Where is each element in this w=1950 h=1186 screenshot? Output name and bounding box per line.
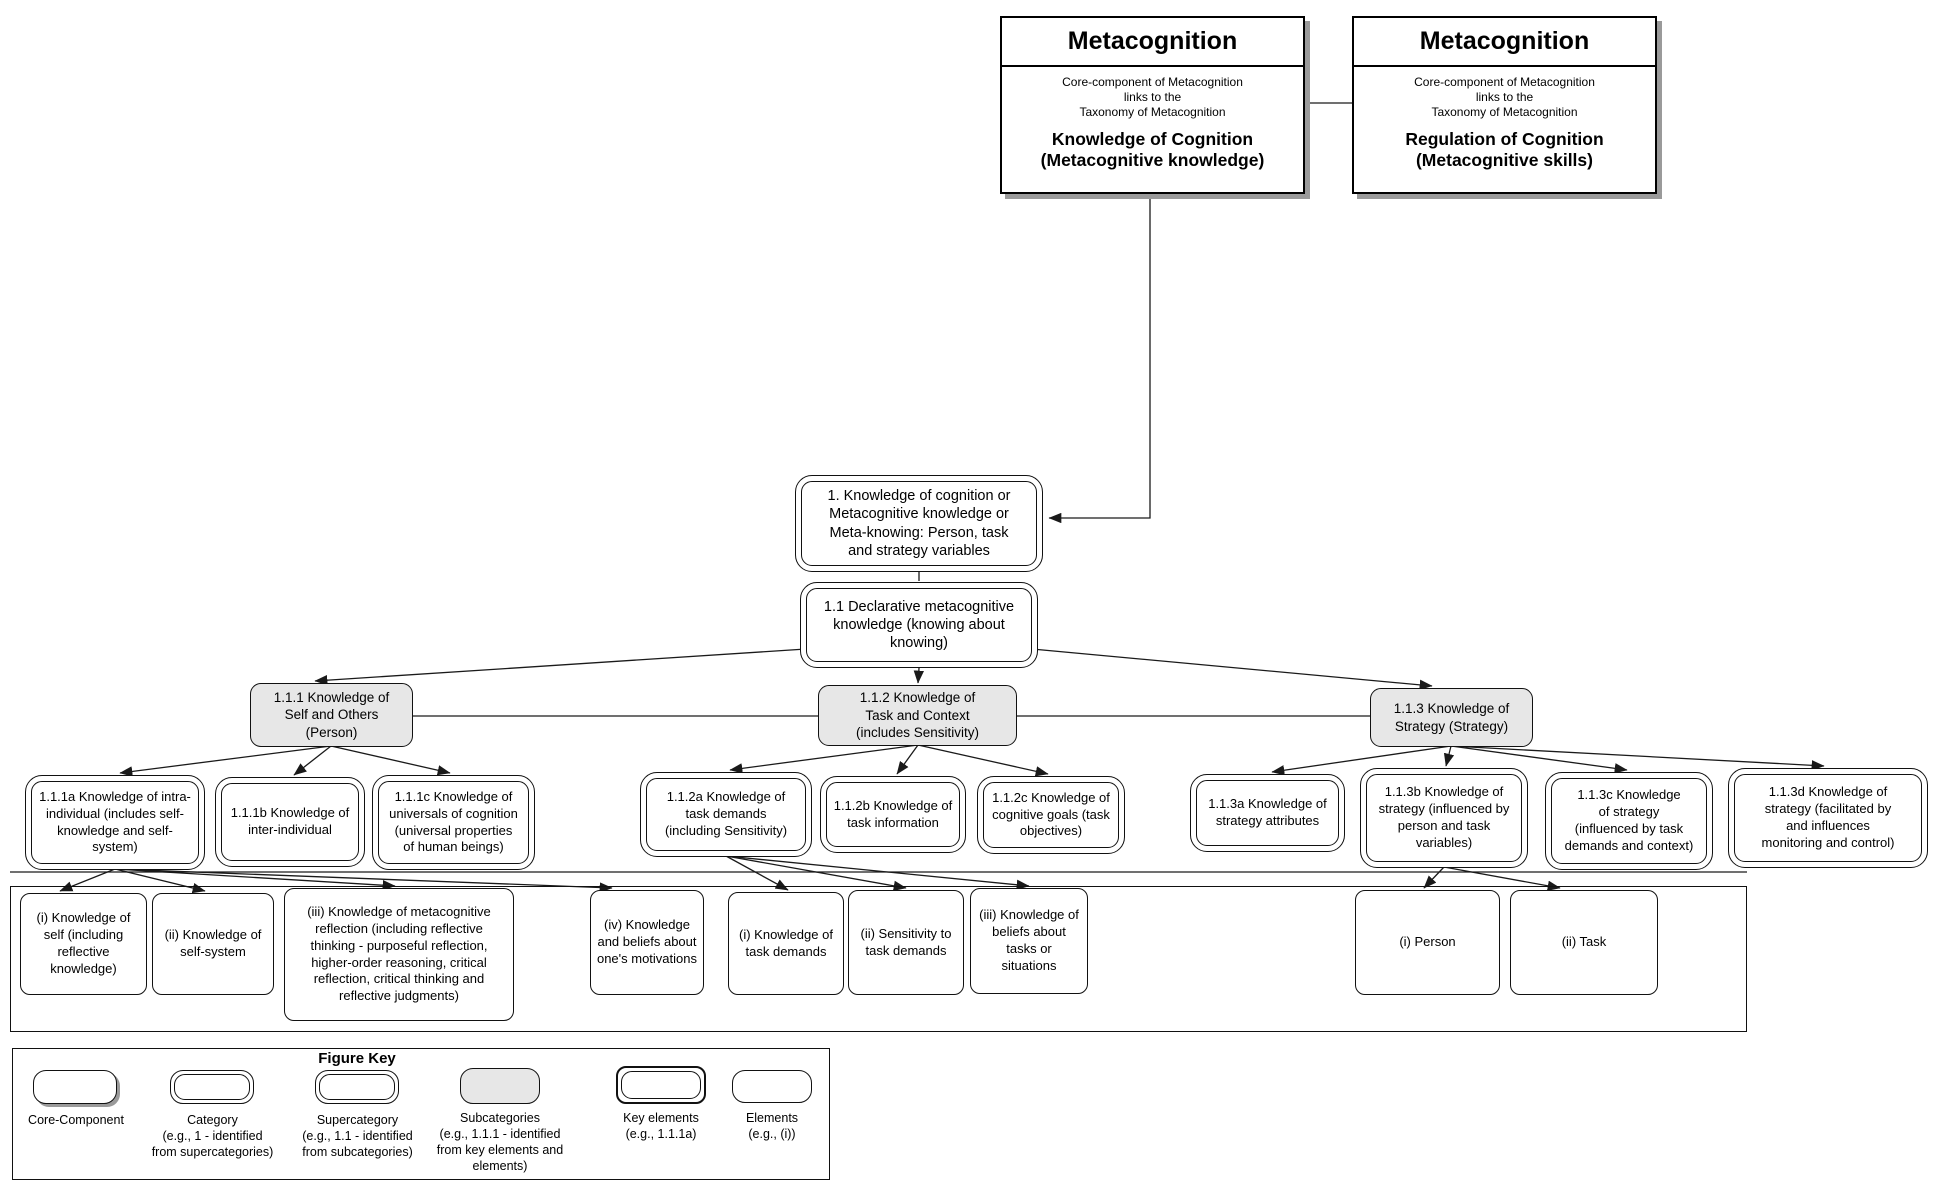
legend-shape-inner [621,1071,701,1099]
arrow-113-to-113b [1443,745,1455,767]
arrow-112-to-112b [896,744,919,775]
legend-supercategory-shape [315,1070,399,1104]
figure-key-container [12,1048,830,1180]
arrow-112a-to-etask-i [725,855,789,891]
key-element-1-1-1a: 1.1.1a Knowledge of intra- individual (i… [25,775,205,870]
key-element-label: 1.1.3b Knowledge of strategy (influenced… [1366,774,1522,862]
element-i-knowledge-of-self: (i) Knowledge of self (including reflect… [20,893,147,995]
legend-key-elements-shape [616,1066,706,1104]
arrow-111-to-111c [330,745,451,776]
key-element-1-1-1c: 1.1.1c Knowledge of universals of cognit… [372,775,535,870]
key-element-label: 1.1.3d Knowledge of strategy (facilitate… [1734,774,1922,862]
element-i-person: (i) Person [1355,890,1500,995]
key-element-label: 1.1.1c Knowledge of universals of cognit… [378,781,529,864]
category-label: 1. Knowledge of cognition or Metacogniti… [801,481,1037,566]
arrow-113-to-113a [1271,745,1452,776]
arrow-111a-to-ei [59,868,116,892]
key-element-1-1-3b: 1.1.3b Knowledge of strategy (influenced… [1360,768,1528,868]
key-element-1-1-2b: 1.1.2b Knowledge of task information [820,776,966,853]
supercategory-1-1-declarative: 1.1 Declarative metacognitive knowledge … [800,582,1038,668]
arrow-113b-to-task [1443,866,1561,891]
element-ii-task: (ii) Task [1510,890,1658,995]
arrow-111a-to-eiv [114,868,613,893]
key-element-label: 1.1.1b Knowledge of inter-individual [221,783,359,861]
legend-subcategories-shape [460,1068,540,1104]
subcategory-1-1-2-task-and-context: 1.1.2 Knowledge of Task and Context (inc… [818,685,1017,746]
supercategory-label: 1.1 Declarative metacognitive knowledge … [806,588,1032,662]
arrow-supercat-to-113 [1031,648,1433,691]
legend-elements-label: Elements (e.g., (i)) [745,1111,799,1141]
subcategory-1-1-1-self-and-others: 1.1.1 Knowledge of Self and Others (Pers… [250,683,413,747]
core-emphasis: Knowledge of Cognition (Metacognitive kn… [1040,129,1265,170]
key-element-1-1-3d: 1.1.3d Knowledge of strategy (facilitate… [1728,768,1928,868]
key-element-label: 1.1.3a Knowledge of strategy attributes [1196,780,1339,846]
arrow-113-to-113d [1450,745,1825,771]
legend-core-component-shape [33,1070,117,1104]
core-component-regulation-of-cognition: Metacognition Core-component of Metacogn… [1352,16,1657,194]
key-element-label: 1.1.2b Knowledge of task information [826,782,960,847]
core-body: Core-component of Metacognition links to… [1414,75,1595,119]
arrow-112-to-112c [917,744,1049,777]
core-title: Metacognition [1002,18,1303,67]
element-iii-metacognitive-reflection: (iii) Knowledge of metacognitive reflect… [284,888,514,1021]
key-element-label: 1.1.3c Knowledge of strategy (influenced… [1551,778,1707,864]
arrow-111-to-111b [293,745,332,776]
element-ii-sensitivity-to-task-demands: (ii) Sensitivity to task demands [848,890,964,995]
arrow-112a-to-etask-ii [725,855,907,891]
figure-key-title: Figure Key [318,1050,396,1067]
legend-key-elements-label: Key elements (e.g., 1.1.1a) [623,1111,699,1141]
arrow-supercat-to-112 [913,667,925,684]
legend-core-component-label: Core-Component [28,1113,124,1127]
arrow-113b-to-person [1423,866,1445,889]
element-i-knowledge-of-task-demands: (i) Knowledge of task demands [728,892,844,995]
legend-category-shape [170,1070,254,1104]
key-element-1-1-2c: 1.1.2c Knowledge of cognitive goals (tas… [977,776,1125,854]
legend-supercategory-label: Supercategory (e.g., 1.1 - identified fr… [302,1113,413,1159]
core-title: Metacognition [1354,18,1655,67]
arrow-supercat-to-111 [314,648,807,686]
legend-shape-inner [319,1074,395,1100]
key-element-label: 1.1.2c Knowledge of cognitive goals (tas… [983,782,1119,848]
arrow-111a-to-eii [114,868,206,894]
core-body: Core-component of Metacognition links to… [1062,75,1243,119]
connector-core-to-category [1048,194,1151,524]
legend-elements-shape [732,1070,812,1103]
element-iii-beliefs-about-tasks: (iii) Knowledge of beliefs about tasks o… [970,888,1088,994]
key-element-1-1-3c: 1.1.3c Knowledge of strategy (influenced… [1545,772,1713,870]
key-element-label: 1.1.2a Knowledge of task demands (includ… [646,778,806,851]
key-element-1-1-2a: 1.1.2a Knowledge of task demands (includ… [640,772,812,857]
arrow-113-to-113c [1450,745,1628,774]
legend-category-label: Category (e.g., 1 - identified from supe… [151,1113,274,1159]
core-emphasis: Regulation of Cognition (Metacognitive s… [1405,129,1604,170]
core-component-knowledge-of-cognition: Metacognition Core-component of Metacogn… [1000,16,1305,194]
element-ii-knowledge-of-self-system: (ii) Knowledge of self-system [152,893,274,995]
category-1-knowledge-of-cognition: 1. Knowledge of cognition or Metacogniti… [795,475,1043,572]
key-element-1-1-3a: 1.1.3a Knowledge of strategy attributes [1190,774,1345,852]
element-iv-beliefs-about-motivations: (iv) Knowledge and beliefs about one's m… [590,890,704,995]
arrow-111-to-111a [119,745,332,777]
elements-container [10,886,1747,1032]
arrow-112a-to-etask-iii [725,855,1030,890]
legend-subcategories-label: Subcategories (e.g., 1.1.1 - identified … [436,1111,564,1173]
key-element-1-1-1b: 1.1.1b Knowledge of inter-individual [215,777,365,867]
arrow-112-to-112a [729,744,919,774]
legend-shape-inner [174,1074,250,1100]
arrow-111a-to-eiii [114,868,396,891]
subcategory-1-1-3-strategy: 1.1.3 Knowledge of Strategy (Strategy) [1370,688,1533,747]
key-element-label: 1.1.1a Knowledge of intra- individual (i… [31,781,199,864]
